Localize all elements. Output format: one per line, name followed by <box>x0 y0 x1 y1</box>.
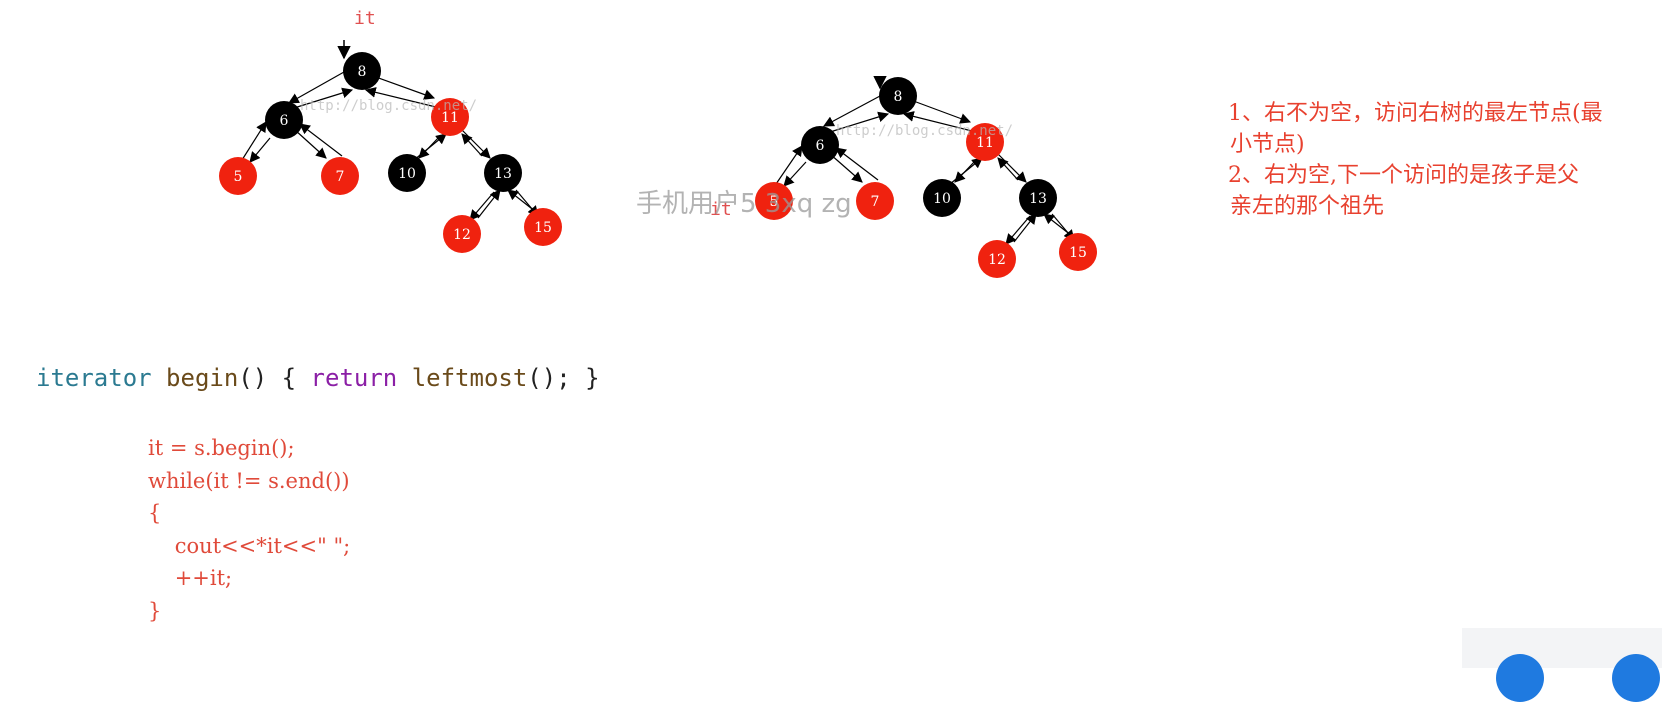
svg-text:6: 6 <box>280 113 289 129</box>
svg-text:12: 12 <box>988 252 1006 268</box>
code-text: (); } <box>527 364 600 392</box>
svg-text:11: 11 <box>976 135 994 151</box>
svg-text:7: 7 <box>871 194 880 210</box>
code-line: cout<<*it<<" "; <box>148 533 351 558</box>
left-tree: it 8 6 11 5 7 10 13 12 15 http://blog.cs… <box>219 8 562 253</box>
note-line: 小节点) <box>1230 132 1305 157</box>
svg-text:10: 10 <box>398 166 416 182</box>
tree-node: 10 <box>923 179 961 217</box>
code-type: iterator <box>36 364 152 392</box>
tree-node: 5 <box>755 182 793 220</box>
tree-node: 8 <box>879 77 917 115</box>
svg-text:6: 6 <box>816 138 825 154</box>
tree-node: 15 <box>524 208 562 246</box>
tree-node: 15 <box>1059 233 1097 271</box>
svg-text:15: 15 <box>1069 245 1087 261</box>
begin-code: iterator begin() { return leftmost(); } <box>36 364 600 392</box>
svg-text:8: 8 <box>358 64 367 80</box>
tree-node: 7 <box>321 157 359 195</box>
svg-text:13: 13 <box>494 166 512 182</box>
tree-node: 13 <box>1019 179 1057 217</box>
it-pointer-label: it <box>710 199 732 220</box>
code-func-name: begin <box>166 364 239 392</box>
code-call: leftmost <box>411 364 528 392</box>
tree-node: 8 <box>343 52 381 90</box>
svg-text:11: 11 <box>441 110 459 126</box>
svg-text:7: 7 <box>336 169 345 185</box>
explanation-notes: 1、右不为空，访问右树的最左节点(最 小节点) 2、右为空,下一个访问的是孩子是… <box>1228 98 1662 222</box>
svg-text:12: 12 <box>453 227 471 243</box>
note-line: 亲左的那个祖先 <box>1230 194 1385 219</box>
trees-canvas: it 8 6 11 5 7 10 13 12 15 http://blog.cs… <box>219 8 1097 278</box>
code-line: { <box>148 501 162 525</box>
svg-text:8: 8 <box>894 89 903 105</box>
tree-node: 5 <box>219 157 257 195</box>
blog-watermark: http://blog.csdn.net/ <box>300 98 477 114</box>
user-watermark: 手机用户5 3xq zg <box>636 189 852 219</box>
note-line: 1、右不为空，访问右树的最左节点(最 <box>1228 101 1603 126</box>
tree-node: 6 <box>801 126 839 164</box>
svg-text:15: 15 <box>534 220 552 236</box>
code-text: () { <box>238 364 311 392</box>
code-line: while(it != s.end()) <box>148 468 350 493</box>
tree-node: 6 <box>265 101 303 139</box>
code-line: } <box>148 598 162 623</box>
code-line: it = s.begin(); <box>148 436 295 460</box>
right-tree: 8 6 11 5 7 10 13 12 15 it http://blog.cs… <box>710 75 1097 278</box>
tree-node: 12 <box>443 215 481 253</box>
floating-action-button[interactable] <box>1496 654 1544 702</box>
tree-node: 10 <box>388 154 426 192</box>
tree-node: 12 <box>978 240 1016 278</box>
svg-text:5: 5 <box>234 169 243 185</box>
code-line: ++it; <box>148 566 233 590</box>
tree-node: 7 <box>856 182 894 220</box>
svg-text:5: 5 <box>770 194 779 210</box>
it-pointer-label: it <box>354 8 376 29</box>
code-keyword: return <box>310 364 398 392</box>
floating-action-button[interactable] <box>1612 654 1660 702</box>
svg-text:10: 10 <box>933 191 951 207</box>
svg-text:13: 13 <box>1029 191 1047 207</box>
note-line: 2、右为空,下一个访问的是孩子是父 <box>1228 163 1579 188</box>
blog-watermark: http://blog.csdn.net/ <box>836 123 1013 139</box>
tree-node: 11 <box>966 123 1004 161</box>
tree-node: 11 <box>431 98 469 136</box>
loop-code: it = s.begin(); while(it != s.end()) { c… <box>148 432 350 627</box>
tree-node: 13 <box>484 154 522 192</box>
